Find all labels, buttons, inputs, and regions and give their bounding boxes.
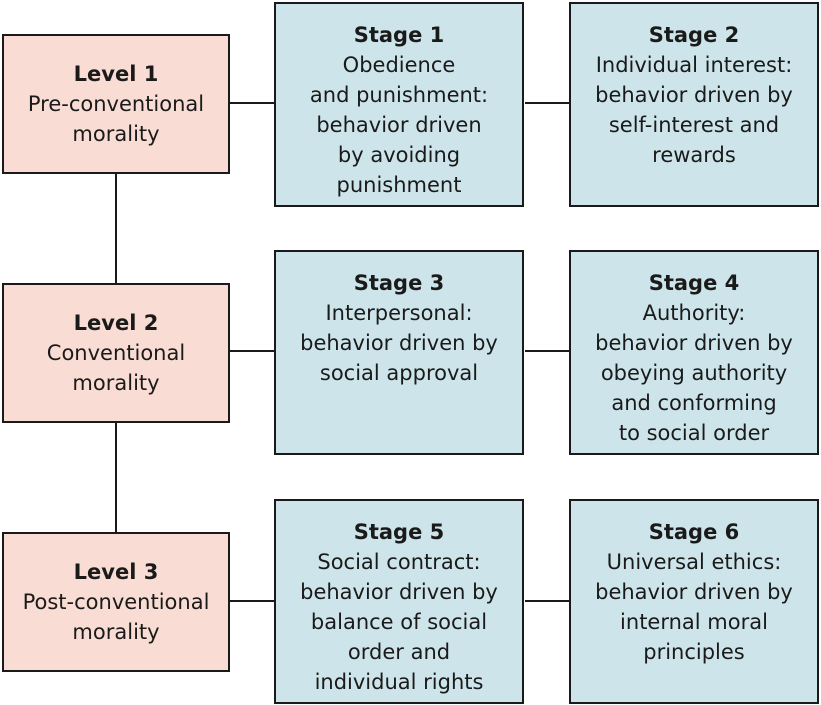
stage-2-box: Stage 2 Individual interest: behavior dr…	[569, 2, 819, 207]
stage-1-box: Stage 1 Obedience and punishment: behavi…	[274, 2, 524, 207]
level-3-text: Post-conventional morality	[22, 590, 210, 644]
connector-level2-stage3	[230, 350, 275, 352]
connector-level3-stage5	[230, 600, 275, 602]
stage-5-title: Stage 5	[353, 520, 445, 544]
stage-6-title: Stage 6	[648, 520, 740, 544]
connector-level1-stage1	[230, 102, 275, 104]
level-1-text: Pre-conventional morality	[27, 92, 205, 146]
connector-level1-level2	[115, 174, 117, 285]
stage-1-text: Obedience and punishment: behavior drive…	[309, 53, 489, 197]
stage-3-box: Stage 3 Interpersonal: behavior driven b…	[274, 250, 524, 455]
level-3-box: Level 3 Post-conventional morality	[2, 532, 230, 672]
stage-4-box: Stage 4 Authority: behavior driven by ob…	[569, 250, 819, 455]
stage-6-box: Stage 6 Universal ethics: behavior drive…	[569, 499, 819, 704]
level-1-box: Level 1 Pre-conventional morality	[2, 34, 230, 174]
level-2-box: Level 2 Conventional morality	[2, 283, 230, 423]
stage-5-text: Social contract: behavior driven by bala…	[300, 550, 498, 694]
stage-3-title: Stage 3	[353, 271, 445, 295]
connector-stage5-stage6	[525, 600, 570, 602]
stage-2-title: Stage 2	[648, 23, 740, 47]
level-3-title: Level 3	[73, 560, 159, 584]
connector-stage3-stage4	[525, 350, 570, 352]
stage-4-text: Authority: behavior driven by obeying au…	[595, 301, 793, 445]
stage-6-text: Universal ethics: behavior driven by int…	[595, 550, 793, 664]
stage-1-title: Stage 1	[353, 23, 445, 47]
stage-3-text: Interpersonal: behavior driven by social…	[300, 301, 498, 385]
connector-level2-level3	[115, 423, 117, 534]
stage-2-text: Individual interest: behavior driven by …	[595, 53, 793, 167]
level-2-text: Conventional morality	[46, 341, 186, 395]
level-2-title: Level 2	[73, 311, 159, 335]
stage-4-title: Stage 4	[648, 271, 740, 295]
connector-stage1-stage2	[525, 102, 570, 104]
level-1-title: Level 1	[73, 62, 159, 86]
stage-5-box: Stage 5 Social contract: behavior driven…	[274, 499, 524, 704]
